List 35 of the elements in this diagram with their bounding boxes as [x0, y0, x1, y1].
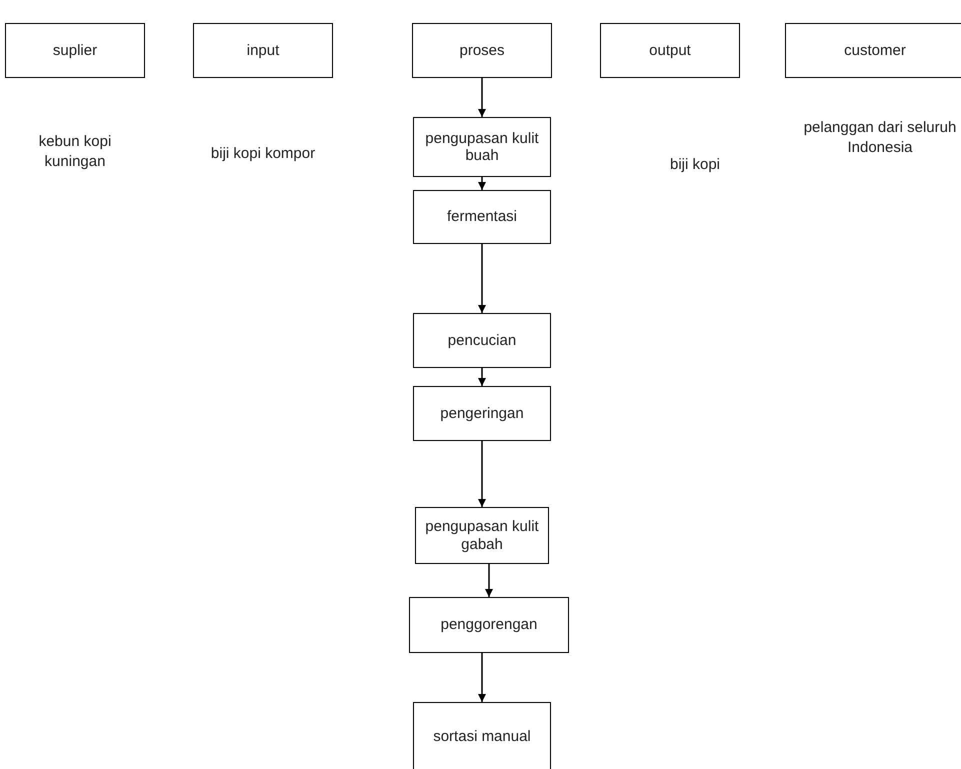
note-text: kebun kopi kuningan — [38, 132, 112, 171]
category-box — [785, 23, 961, 78]
note-text: pelanggan dari seluruh Indonesia — [802, 118, 958, 157]
arrow — [478, 441, 486, 507]
box-label: pengupasan kulit buah — [424, 130, 540, 164]
arrow — [478, 177, 486, 190]
process-box — [413, 313, 551, 368]
box-label: penggorengan — [440, 616, 538, 634]
note-text: biji kopi kompor — [210, 144, 316, 164]
category-box — [193, 23, 333, 78]
box-label: pencucian — [448, 332, 516, 350]
process-box — [409, 597, 569, 653]
box-label: customer — [844, 42, 906, 60]
box-label: proses — [459, 42, 505, 60]
box-label: pengeringan — [440, 404, 524, 422]
arrow — [478, 244, 486, 313]
category-box — [5, 23, 145, 78]
category-box — [600, 23, 740, 78]
arrow — [485, 564, 493, 597]
box-label: input — [246, 42, 280, 60]
box-label: fermentasi — [446, 208, 518, 226]
box-label: pengupasan kulit gabah — [424, 518, 540, 553]
box-label: sortasi manual — [433, 728, 531, 746]
arrow — [478, 653, 486, 702]
process-box — [415, 507, 549, 564]
note-text: biji kopi — [668, 155, 722, 174]
box-label: suplier — [52, 42, 98, 60]
arrow — [478, 368, 486, 386]
process-box — [413, 190, 551, 244]
process-box — [413, 386, 551, 441]
category-box — [412, 23, 552, 78]
process-box — [413, 117, 551, 177]
arrow — [478, 78, 486, 117]
box-label: output — [649, 42, 691, 60]
process-box — [413, 702, 551, 769]
